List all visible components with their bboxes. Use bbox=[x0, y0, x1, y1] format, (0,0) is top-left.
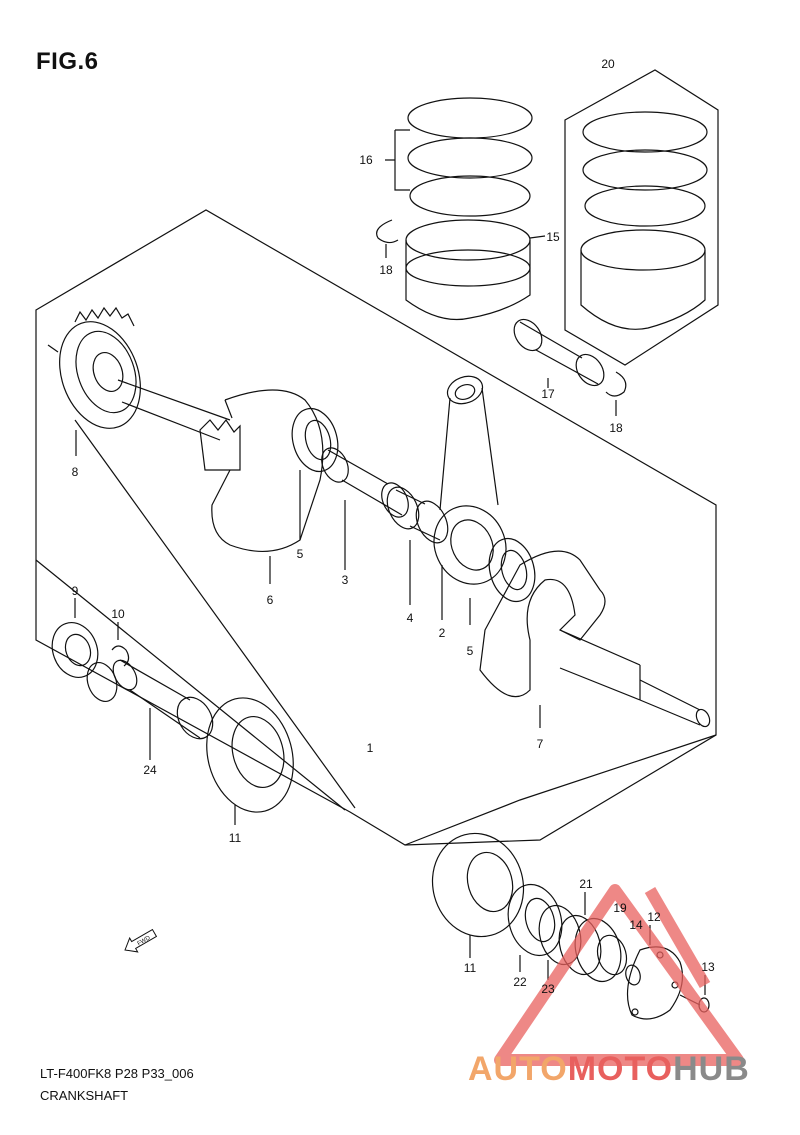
spacer-24 bbox=[112, 659, 214, 760]
circlip-18-upper bbox=[376, 219, 399, 244]
needle-bearing-4 bbox=[386, 486, 449, 605]
crank-web-right-7 bbox=[479, 550, 711, 728]
watermark-part-hub: HUB bbox=[673, 1050, 750, 1088]
callout-22: 22 bbox=[513, 975, 527, 989]
callout-24: 24 bbox=[143, 763, 157, 777]
bearing-11-upper bbox=[206, 697, 294, 825]
reference-code: LT-F400FK8 P28 P33_006 bbox=[40, 1066, 194, 1081]
callout-14: 14 bbox=[629, 918, 643, 932]
fwd-arrow-icon: FWD bbox=[124, 928, 158, 953]
callout-10: 10 bbox=[111, 607, 125, 621]
callout-9: 9 bbox=[72, 584, 79, 598]
thrust-washer-5-left bbox=[291, 407, 339, 540]
circlip-10 bbox=[111, 645, 130, 667]
drive-gear-8 bbox=[47, 306, 141, 456]
o-ring-19 bbox=[596, 934, 628, 976]
watermark-triangle-icon bbox=[494, 884, 744, 1066]
callout-11: 11 bbox=[464, 961, 477, 975]
piston-15 bbox=[405, 219, 546, 321]
callout-5: 5 bbox=[297, 547, 304, 561]
watermark-part-auto: AUTO bbox=[468, 1050, 568, 1088]
thrust-washer-5-right bbox=[469, 537, 536, 625]
callout-23: 23 bbox=[541, 982, 555, 996]
callout-15: 15 bbox=[546, 230, 560, 244]
bearing-9 bbox=[51, 598, 99, 678]
callout-4: 4 bbox=[407, 611, 414, 625]
bearing-11-lower bbox=[431, 832, 525, 958]
figure-title: FIG.6 bbox=[36, 48, 99, 75]
callout-21: 21 bbox=[579, 877, 593, 891]
callout-19: 19 bbox=[613, 901, 627, 915]
callout-20: 20 bbox=[601, 57, 615, 71]
retainer-ring bbox=[86, 662, 118, 702]
watermark-part-moto: MOTO bbox=[567, 1050, 674, 1088]
frame-divider-line bbox=[74, 419, 356, 809]
callout-13: 13 bbox=[701, 960, 715, 974]
connecting-rod-2 bbox=[433, 375, 507, 620]
frame-divider-line bbox=[35, 559, 346, 811]
callout-18: 18 bbox=[379, 263, 393, 277]
callout-11: 11 bbox=[229, 831, 242, 845]
callout-17: 17 bbox=[541, 387, 555, 401]
callout-6: 6 bbox=[267, 593, 274, 607]
o-ring-14 bbox=[625, 964, 641, 986]
frame-piston-set bbox=[564, 69, 719, 366]
crank-web-left-6 bbox=[117, 379, 324, 584]
piston-pin-17 bbox=[513, 318, 605, 388]
piston-set-20 bbox=[580, 111, 708, 330]
piston-rings-16 bbox=[385, 97, 533, 217]
callout-5: 5 bbox=[467, 644, 474, 658]
callout-8: 8 bbox=[72, 465, 79, 479]
crank-pin-3 bbox=[321, 447, 409, 570]
callout-7: 7 bbox=[537, 737, 544, 751]
frame-bearing-set bbox=[404, 734, 717, 846]
figure-caption: CRANKSHAFT bbox=[40, 1088, 129, 1103]
callout-3: 3 bbox=[342, 573, 349, 587]
callout-1: 1 bbox=[367, 741, 374, 755]
bearing-22 bbox=[507, 883, 563, 972]
callout-2: 2 bbox=[439, 626, 446, 640]
watermark-text: AUTOMOTOHUB bbox=[468, 1050, 750, 1089]
circlip-18-lower bbox=[605, 371, 627, 397]
frame-crankshaft bbox=[35, 209, 717, 846]
callout-18: 18 bbox=[609, 421, 623, 435]
callout-16: 16 bbox=[359, 153, 373, 167]
callout-12: 12 bbox=[647, 910, 661, 924]
